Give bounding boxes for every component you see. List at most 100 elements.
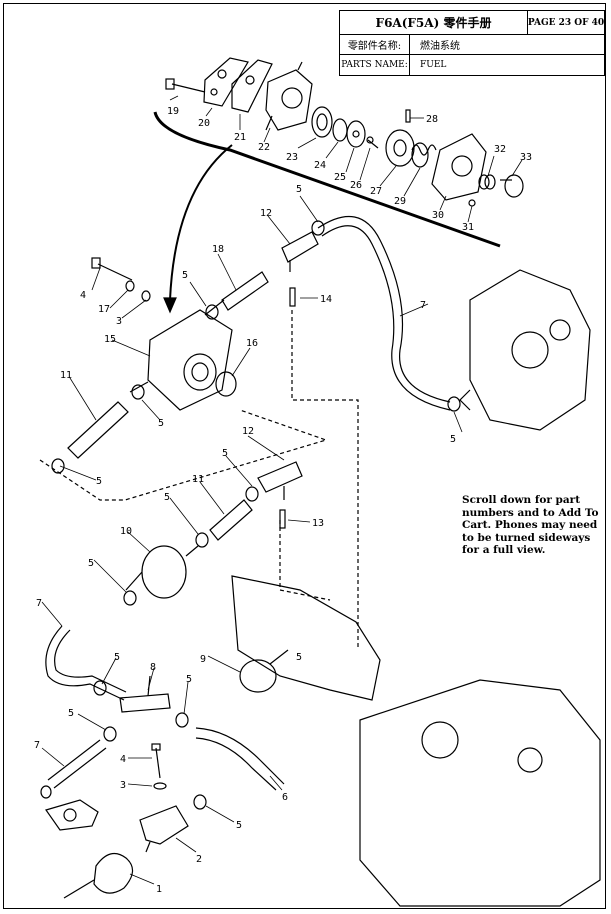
callout-16: 16 [246, 338, 258, 349]
callout-21: 21 [234, 132, 246, 143]
part-7-hose-top-b [321, 225, 451, 411]
part-32-spring [478, 174, 496, 190]
part-22-body [265, 61, 313, 131]
part-11-hose-mid [209, 499, 253, 541]
callout-19: 19 [167, 106, 179, 117]
callout-5j: 5 [186, 674, 192, 685]
part-27-valve [385, 129, 415, 167]
clamps [40, 220, 461, 810]
callout-10: 10 [120, 526, 132, 537]
part-6-hose-b [195, 737, 277, 791]
callout-30: 30 [432, 210, 444, 221]
callout-3a: 3 [116, 316, 122, 327]
part-8-tee [119, 675, 171, 713]
part-2-fitting [139, 805, 189, 853]
callout-5g: 5 [164, 492, 170, 503]
callout-12a: 12 [260, 208, 272, 219]
subassembly-arrow [169, 144, 233, 301]
part-20-gasket [203, 57, 249, 107]
callout-15: 15 [104, 334, 116, 345]
part-28-pin [405, 109, 411, 123]
callout-9: 9 [200, 654, 206, 665]
callout-27: 27 [370, 186, 382, 197]
callout-5m: 5 [296, 652, 302, 663]
callout-labels: 19 20 21 22 23 24 25 26 27 28 29 30 31 3… [34, 106, 532, 895]
part-7-hose-left-b [54, 629, 127, 693]
callout-11b: 11 [192, 474, 204, 485]
callout-28: 28 [426, 114, 438, 125]
callout-12b: 12 [242, 426, 254, 437]
part-21-plate [231, 59, 273, 113]
engine-block [231, 575, 601, 907]
callout-5b: 5 [182, 270, 188, 281]
callout-24: 24 [314, 160, 326, 171]
page-border [3, 3, 606, 909]
callout-11a: 11 [60, 370, 72, 381]
part-10-filter [125, 545, 199, 599]
routing-lines [39, 310, 359, 650]
callout-4a: 4 [80, 290, 86, 301]
part-23-diaphragm [311, 106, 333, 138]
part-19-bolt [165, 78, 206, 93]
part-25-plate [346, 120, 366, 148]
callout-20: 20 [198, 118, 210, 129]
callout-5l: 5 [236, 820, 242, 831]
callout-7b: 7 [36, 598, 42, 609]
part-24-ring [332, 118, 348, 142]
callout-8: 8 [150, 662, 156, 673]
part-3-washer-low [153, 782, 167, 790]
part-31-screw [468, 199, 476, 207]
callout-5i: 5 [114, 652, 120, 663]
part-16-o-ring [215, 371, 237, 397]
callout-5k: 5 [68, 708, 74, 719]
parts-name-label-cn: 零部件名称: [340, 35, 410, 55]
callout-5e: 5 [222, 448, 228, 459]
part-33-knob [500, 174, 524, 198]
page-indicator: PAGE 23 OF 40 [528, 11, 604, 35]
parts-name-label: PARTS NAME: [340, 55, 410, 75]
title-block: F6A(F5A) 零件手册 PAGE 23 OF 40 零部件名称: 燃油系统 … [339, 10, 605, 76]
callout-13: 13 [312, 518, 324, 529]
scroll-note: Scroll down for part numbers and to Add … [462, 494, 599, 556]
callout-7a: 7 [420, 300, 426, 311]
part-4-bolt-top [91, 257, 133, 281]
parts-name-value: FUEL [420, 60, 447, 70]
callout-33: 33 [520, 152, 532, 163]
part-12-tee-top [281, 231, 319, 272]
callout-32: 32 [494, 144, 506, 155]
callout-5c: 5 [158, 418, 164, 429]
callout-5f: 5 [96, 476, 102, 487]
part-7-hose-top [317, 215, 451, 403]
callout-17: 17 [98, 304, 110, 315]
fuel-connector-left [45, 799, 99, 831]
part-14-tube [289, 287, 296, 307]
callout-26: 26 [350, 180, 362, 191]
callout-29: 29 [394, 196, 406, 207]
part-15-fuel-pump [129, 299, 233, 411]
callout-25: 25 [334, 172, 346, 183]
arrow-head [163, 297, 177, 314]
part-13-tube [279, 509, 286, 529]
part-26-screw [366, 136, 379, 149]
callout-22: 22 [258, 142, 270, 153]
callout-3b: 3 [120, 780, 126, 791]
callout-31: 31 [462, 222, 474, 233]
leader-lines [41, 95, 523, 885]
callout-5a: 5 [296, 184, 302, 195]
callout-6: 6 [282, 792, 288, 803]
callout-18: 18 [212, 244, 224, 255]
callout-4b: 4 [120, 754, 126, 765]
manual-title: F6A(F5A) 零件手册 [340, 11, 528, 35]
callout-5d: 5 [450, 434, 456, 445]
callout-1: 1 [156, 884, 162, 895]
callout-7c: 7 [34, 740, 40, 751]
part-6-hose [195, 727, 285, 785]
part-3-washer-top [141, 290, 151, 302]
part-18-hose [221, 271, 269, 311]
part-7-hose-bottom-b [53, 747, 107, 789]
part-4-bolt-low [151, 743, 161, 779]
part-7-hose-left [45, 625, 125, 701]
part-30-cover [431, 133, 487, 201]
part-9-connector [239, 649, 289, 693]
